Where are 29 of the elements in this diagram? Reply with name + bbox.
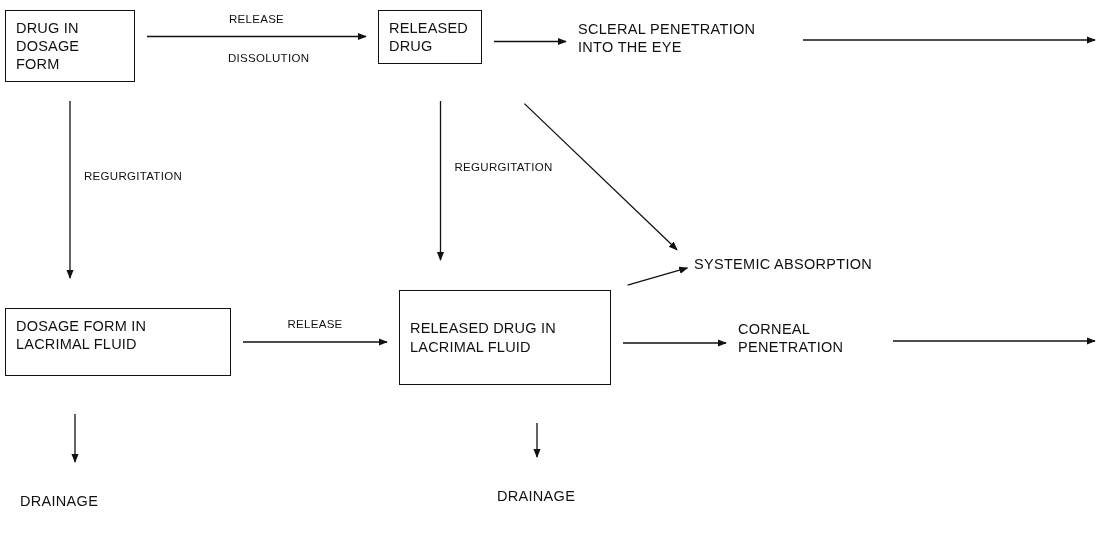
process-box (378, 10, 482, 65)
arrow (146, 32, 367, 41)
arrow (436, 100, 445, 261)
flow-text: CORNEAL PENETRATION (738, 320, 868, 357)
flow-text: DRAINAGE (497, 487, 577, 506)
arrow (493, 37, 567, 46)
edge-label: RELEASE (226, 12, 287, 25)
arrow (242, 338, 388, 346)
edge-label: REGURGITATION (452, 160, 555, 173)
flow-text: SCLERAL PENETRATION INTO THE EYE (578, 20, 778, 57)
flow-text: SYSTEMIC ABSORPTION (694, 255, 894, 274)
box-text: DRUG IN DOSAGE FORM (16, 19, 81, 74)
process-label: DISSOLUTION (228, 52, 310, 64)
arrow (66, 100, 74, 279)
arrow (892, 337, 1096, 345)
arrow (523, 102, 678, 251)
arrow (533, 422, 541, 458)
arrow (626, 266, 689, 286)
box-text: RELEASED DRUG IN LACRIMAL FLUID (410, 319, 557, 356)
box-text: RELEASED DRUG (389, 19, 469, 56)
flow-text: DRAINAGE (20, 492, 130, 511)
process-box (5, 308, 231, 376)
arrow (622, 339, 727, 347)
edge-label: RELEASE (285, 318, 345, 330)
box-text: DOSAGE FORM IN LACRIMAL FLUID (16, 317, 148, 354)
process-box (399, 290, 611, 385)
arrow (71, 413, 79, 463)
process-box (5, 10, 135, 83)
arrow (802, 36, 1096, 44)
